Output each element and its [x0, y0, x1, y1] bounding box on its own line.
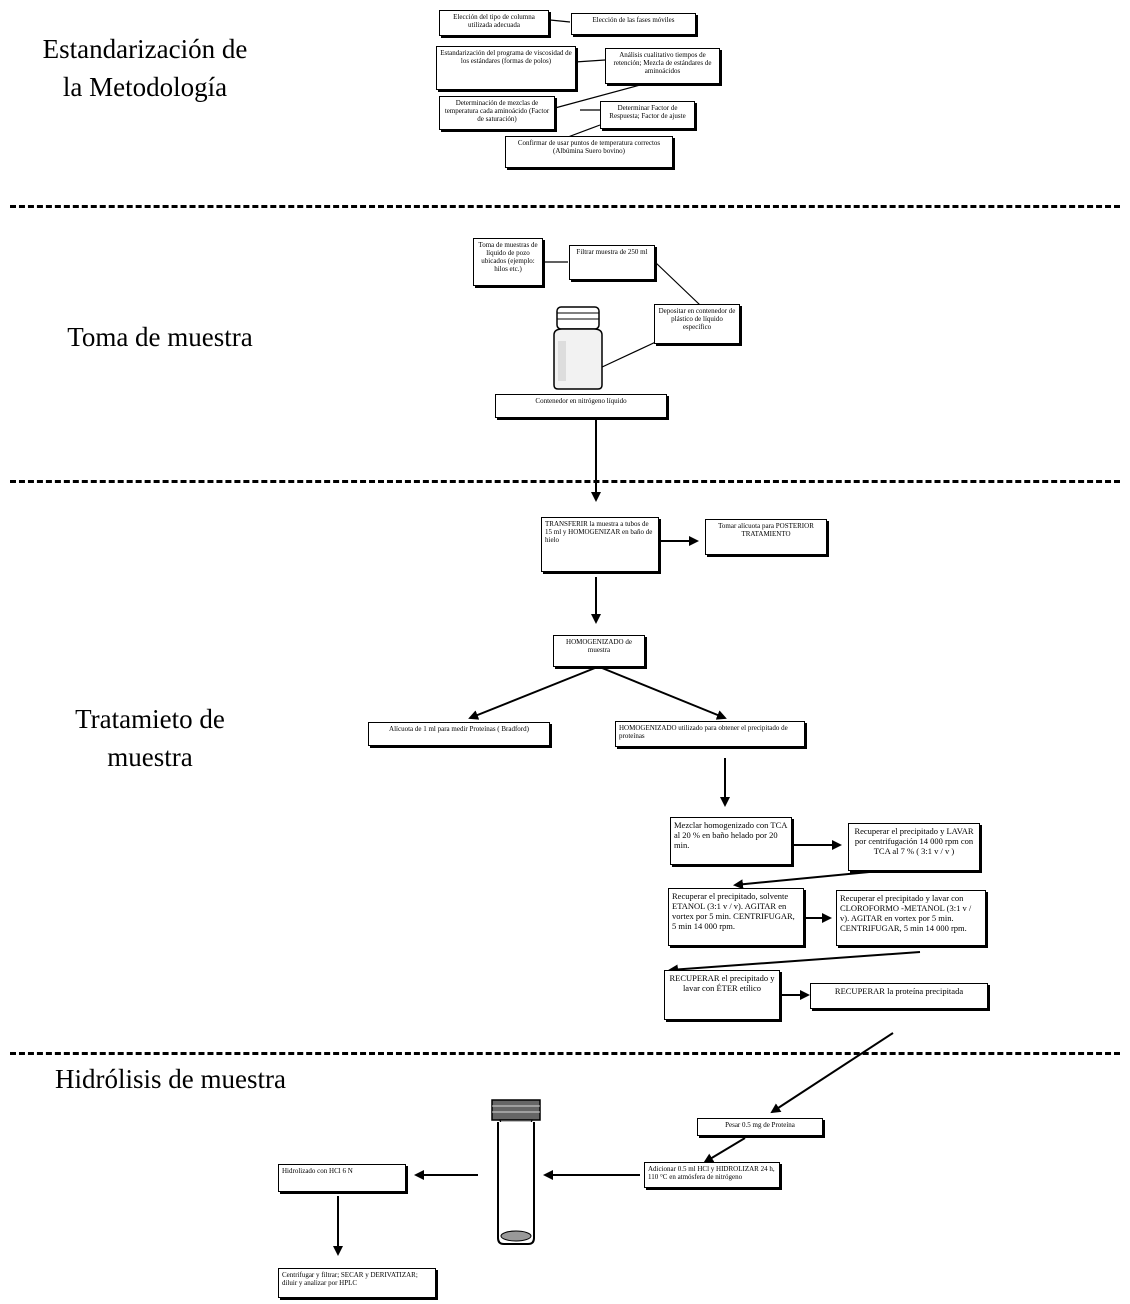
stage-label-hydrolysis: Hidrólisis de muestra: [55, 1060, 355, 1098]
sampling-box-take-sample: Toma de muestras de líquido de pozo ubic…: [473, 238, 543, 286]
section-divider-2: [10, 480, 1120, 483]
std-box-column-type-text: Elección del tipo de columna utilizada a…: [453, 13, 535, 29]
sampling-box-take-sample-text: Toma de muestras de líquido de pozo ubic…: [478, 241, 538, 273]
section-divider-3: [10, 1052, 1120, 1055]
treat-box-recover-protein: RECUPERAR la proteína precipitada: [810, 983, 988, 1009]
treat-box-transfer-text: TRANSFERIR la muestra a tubos de 15 ml y…: [545, 520, 653, 544]
stage-label-treatment: Tratamieto de muestra: [55, 700, 245, 776]
std-box-confirm-text: Confirmar de usar puntos de temperatura …: [517, 139, 661, 155]
std-box-mobile-phases-text: Elección de las fases móviles: [592, 16, 675, 24]
std-box-qualitative: Análisis cualitativo tiempos de retenció…: [605, 48, 720, 84]
hydro-box-hydrolysate-text: Hidrolizado con HCl 6 N: [282, 1167, 353, 1175]
hydro-box-add-hcl: Adicionar 0.5 ml HCl y HIDROLIZAR 24 h, …: [644, 1162, 780, 1188]
treat-box-ethanol: Recuperar el precipitado, solvente ETANO…: [668, 888, 804, 946]
std-box-response-factor: Determinar Factor de Respuesta; Factor d…: [600, 101, 695, 129]
treat-box-ether-text: RECUPERAR el precipitado y lavar con ÉTE…: [669, 973, 775, 993]
std-box-confirm: Confirmar de usar puntos de temperatura …: [505, 136, 673, 168]
sampling-box-container-text: Contenedor en nitrógeno líquido: [535, 397, 627, 405]
treat-box-homogenized-used-text: HOMOGENIZADO utilizado para obtener el p…: [619, 724, 788, 740]
hydro-box-add-hcl-text: Adicionar 0.5 ml HCl y HIDROLIZAR 24 h, …: [648, 1165, 775, 1181]
treat-box-ethanol-text: Recuperar el precipitado, solvente ETANO…: [672, 891, 795, 931]
treat-box-tca-mix-text: Mezclar homogenizado con TCA al 20 % en …: [674, 820, 787, 850]
std-box-program-text: Estandarización del programa de viscosid…: [440, 49, 572, 65]
hydrolysis-tube-icon: [491, 1099, 541, 1245]
treat-box-homogenize-text: HOMOGENIZADO de muestra: [566, 638, 632, 654]
sampling-box-filter-text: Filtrar muestra de 250 ml: [576, 248, 648, 256]
std-box-response-factor-text: Determinar Factor de Respuesta; Factor d…: [609, 104, 686, 120]
std-box-column-type: Elección del tipo de columna utilizada a…: [439, 10, 549, 36]
treat-box-wash-tca: Recuperar el precipitado y LAVAR por cen…: [848, 823, 980, 871]
treat-box-aliquot-later-text: Tomar alícuota para POSTERIOR TRATAMIENT…: [718, 522, 814, 538]
std-box-temperature: Determinación de mezclas de temperatura …: [439, 96, 555, 130]
sampling-box-deposit-text: Depositar en contenedor de plástico de l…: [658, 307, 736, 331]
hydro-box-weigh-protein: Pesar 0.5 mg de Proteína: [697, 1118, 823, 1136]
std-box-temperature-text: Determinación de mezclas de temperatura …: [444, 99, 550, 123]
stage-label-sampling: Toma de muestra: [40, 318, 280, 356]
stage-label-standardization-text: Estandarización de la Metodología: [42, 34, 248, 102]
treat-box-chloroform-text: Recuperar el precipitado y lavar con CLO…: [840, 893, 972, 933]
treat-box-protein-aliquot-text: Alícuota de 1 ml para medir Proteínas ( …: [389, 725, 529, 733]
treat-box-aliquot-later: Tomar alícuota para POSTERIOR TRATAMIENT…: [705, 519, 827, 555]
std-box-program: Estandarización del programa de viscosid…: [436, 46, 576, 90]
treat-box-homogenize: HOMOGENIZADO de muestra: [553, 635, 645, 667]
sampling-box-container: Contenedor en nitrógeno líquido: [495, 394, 667, 418]
treat-box-protein-aliquot: Alícuota de 1 ml para medir Proteínas ( …: [368, 722, 550, 746]
hydro-box-derivatize: Centrifugar y filtrar; SECAR y DERIVATIZ…: [278, 1268, 436, 1298]
section-divider-1: [10, 205, 1120, 208]
sampling-box-deposit: Depositar en contenedor de plástico de l…: [654, 304, 740, 344]
treat-box-transfer: TRANSFERIR la muestra a tubos de 15 ml y…: [541, 517, 659, 572]
stage-label-sampling-text: Toma de muestra: [67, 322, 253, 352]
treat-box-wash-tca-text: Recuperar el precipitado y LAVAR por cen…: [854, 826, 974, 856]
treat-box-ether: RECUPERAR el precipitado y lavar con ÉTE…: [664, 970, 780, 1020]
sampling-box-filter: Filtrar muestra de 250 ml: [569, 245, 655, 280]
std-box-qualitative-text: Análisis cualitativo tiempos de retenció…: [613, 51, 712, 75]
stage-label-treatment-text: Tratamieto de muestra: [75, 704, 225, 772]
treat-box-chloroform: Recuperar el precipitado y lavar con CLO…: [836, 890, 986, 946]
treat-box-homogenized-used: HOMOGENIZADO utilizado para obtener el p…: [615, 721, 805, 747]
treat-box-tca-mix: Mezclar homogenizado con TCA al 20 % en …: [670, 817, 792, 865]
stage-label-hydrolysis-text: Hidrólisis de muestra: [55, 1064, 286, 1094]
hydro-box-derivatize-text: Centrifugar y filtrar; SECAR y DERIVATIZ…: [282, 1271, 418, 1287]
hydro-box-weigh-protein-text: Pesar 0.5 mg de Proteína: [725, 1121, 795, 1129]
hydro-box-hydrolysate: Hidrolizado con HCl 6 N: [278, 1164, 406, 1192]
std-box-mobile-phases: Elección de las fases móviles: [571, 13, 696, 35]
stage-label-standardization: Estandarización de la Metodología: [40, 30, 250, 106]
treat-box-recover-protein-text: RECUPERAR la proteína precipitada: [834, 986, 964, 996]
sample-bottle-icon: [553, 306, 603, 390]
